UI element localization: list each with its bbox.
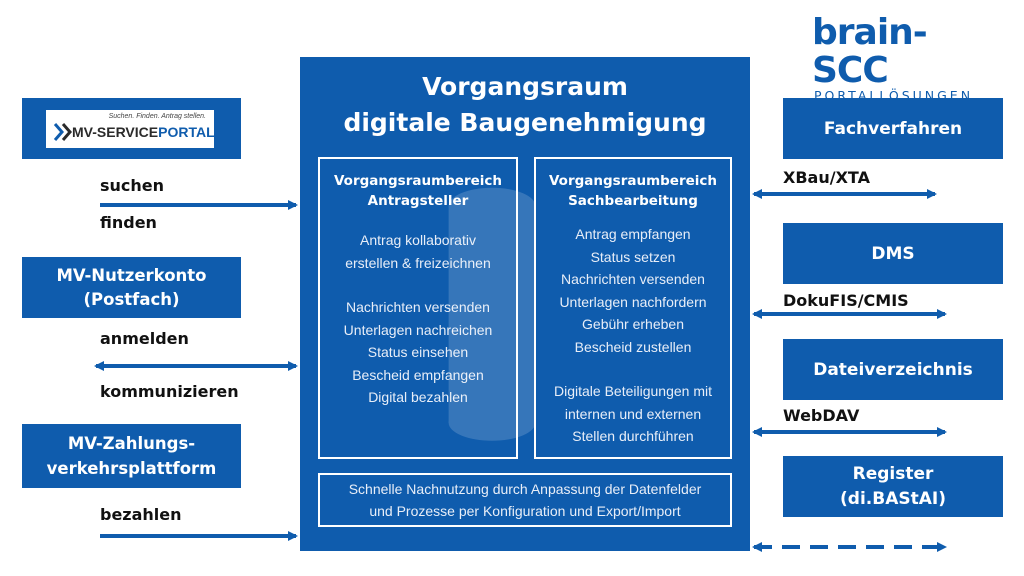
mv-nutzerkonto-line2: (Postfach) (83, 289, 180, 309)
panel-antragsteller-heading-line2: Antragsteller (367, 193, 469, 209)
nachnutzung-line1: Schnelle Nachnutzung durch Anpassung der… (348, 481, 702, 497)
panel-sachbearbeitung: Vorgangsraumbereich Sachbearbeitung Antr… (534, 157, 732, 459)
dms-label: DMS (871, 243, 915, 264)
mv-nutzerkonto-line1: MV-Nutzerkonto (56, 265, 207, 285)
logo-brand: brain-SCC (812, 12, 928, 91)
portal-x-mark-icon (53, 123, 72, 141)
panel-sachbearbeitung-heading: Vorgangsraumbereich Sachbearbeitung (536, 171, 730, 211)
nachnutzung-line2: und Prozesse per Konfiguration und Expor… (369, 503, 681, 519)
officer-line: Digitale Beteiligungen mit (554, 383, 712, 399)
label-anmelden: anmelden (100, 329, 189, 348)
officer-line: Gebühr erheben (582, 316, 684, 332)
vorgangsraum-title-line2: digitale Baugenehmigung (343, 108, 707, 137)
mv-serviceportal-logo: Suchen. Finden. Antrag stellen. MV-SERVI… (46, 110, 215, 148)
panel-antragsteller-heading: Vorgangsraumbereich Antragsteller (320, 171, 516, 211)
applicant-line: Status einsehen (367, 344, 469, 360)
officer-line: Stellen durchführen (572, 428, 694, 444)
officer-line: Bescheid zustellen (574, 338, 692, 355)
register-line2: (di.BAStAI) (840, 488, 946, 509)
register-line1: Register (852, 463, 934, 484)
label-dokufis-cmis: DokuFIS/CMIS (783, 291, 909, 310)
label-suchen: suchen (100, 176, 165, 195)
portal-logo-name: MV-SERVICEPORTAL (72, 124, 215, 140)
panel-sachbearbeitung-heading-line2: Sachbearbeitung (568, 193, 698, 209)
label-bezahlen: bezahlen (100, 505, 182, 524)
officer-line: Antrag empfangen (575, 226, 691, 242)
label-finden: finden (100, 213, 157, 232)
database-icon (448, 187, 536, 441)
dateiverzeichnis-label: Dateiverzeichnis (813, 359, 973, 380)
vorgangsraum-title: Vorgangsraum digitale Baugenehmigung (300, 69, 750, 141)
mv-nutzerkonto-box: MV-Nutzerkonto (Postfach) (22, 257, 241, 318)
officer-line: Unterlagen nachfordern (559, 293, 707, 310)
applicant-line: Nachrichten versenden (346, 299, 490, 315)
label-kommunizieren: kommunizieren (100, 382, 239, 401)
mv-zahlungsverkehrsplattform-box: MV-Zahlungs- verkehrsplattform (22, 424, 241, 488)
dateiverzeichnis-box: Dateiverzeichnis (783, 339, 1003, 400)
mv-zahlung-line2: verkehrsplattform (46, 459, 217, 478)
applicant-line: Digital bezahlen (368, 389, 468, 405)
portal-logo-name-part2: PORTAL (158, 124, 215, 140)
portal-logo-tagline: Suchen. Finden. Antrag stellen. (108, 113, 206, 120)
officer-line: internen und externen (564, 405, 702, 422)
dms-box: DMS (783, 223, 1003, 284)
panel-sachbearbeitung-heading-line1: Vorgangsraumbereich (548, 173, 718, 189)
vorgangsraum-title-line1: Vorgangsraum (422, 72, 628, 101)
vorgangsraum-box: Vorgangsraum digitale Baugenehmigung Vor… (300, 57, 750, 551)
label-xbau-xta: XBau/XTA (783, 168, 870, 187)
register-box: Register (di.BAStAI) (783, 456, 1003, 517)
portal-logo-name-part1: MV-SERVICE (72, 124, 159, 140)
fachverfahren-label: Fachverfahren (823, 118, 963, 139)
applicant-line: erstellen & freizeichnen (345, 254, 491, 271)
officer-line: Nachrichten versenden (561, 271, 705, 287)
label-webdav: WebDAV (783, 406, 860, 425)
applicant-line: Antrag kollaborativ (360, 232, 476, 248)
applicant-line: Bescheid empfangen (352, 366, 484, 383)
mv-zahlung-line1: MV-Zahlungs- (67, 434, 196, 453)
officer-line: Status setzen (590, 248, 676, 265)
panel-antragsteller-heading-line1: Vorgangsraumbereich (333, 173, 503, 189)
applicant-line: Unterlagen nachreichen (343, 321, 493, 338)
fachverfahren-box: Fachverfahren (783, 98, 1003, 159)
brain-scc-logo: brain-SCC PORTALLÖSUNGEN (812, 12, 1002, 104)
panel-nachnutzung: Schnelle Nachnutzung durch Anpassung der… (318, 473, 732, 527)
panel-antragsteller: Vorgangsraumbereich Antragsteller Antrag… (318, 157, 518, 459)
